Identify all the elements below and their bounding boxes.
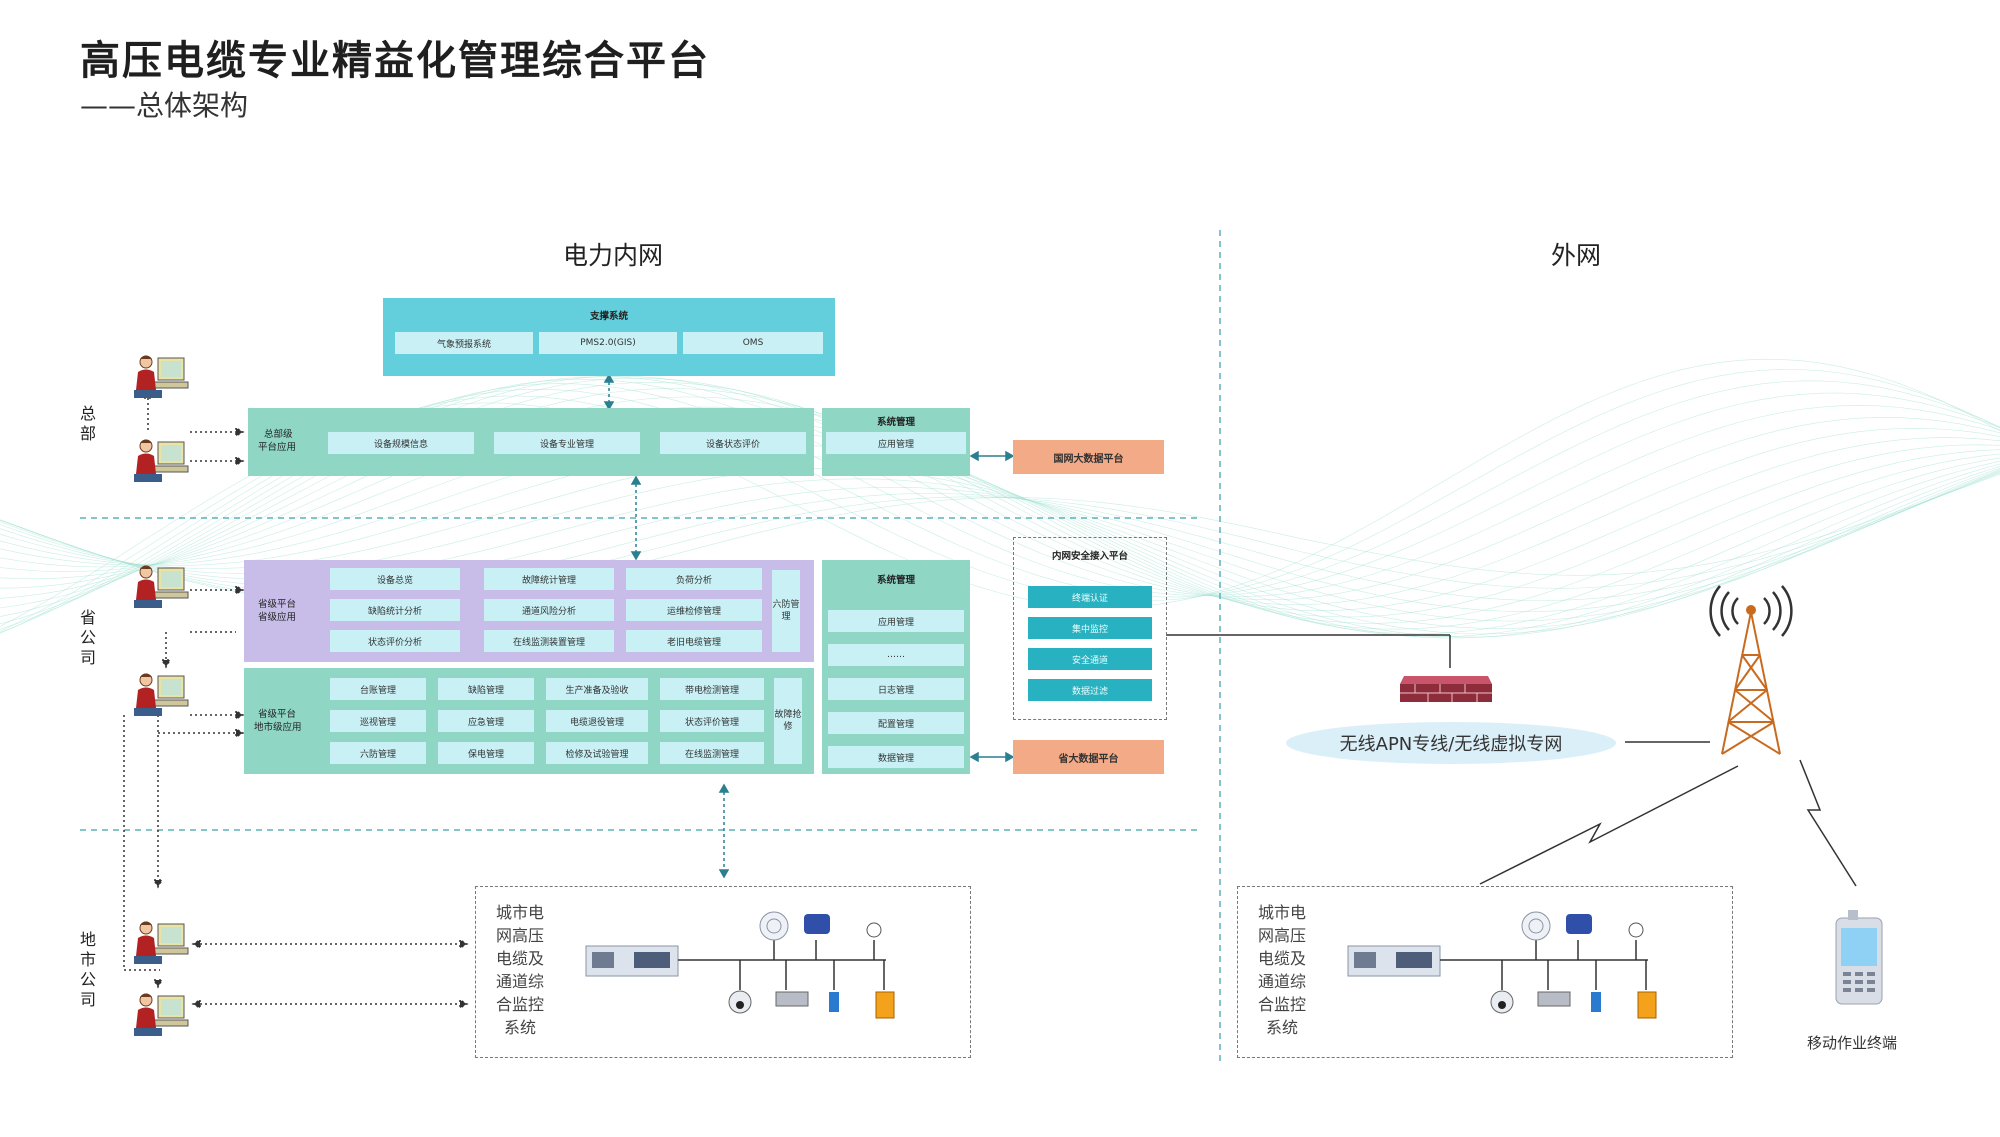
smoke-detector-icon: [1521, 911, 1551, 941]
support-item-oms: OMS: [683, 332, 823, 354]
city-item: 六防管理: [330, 742, 426, 764]
level-label-province: 省公司: [79, 608, 96, 667]
prov-sys-mgmt-item: 日志管理: [828, 678, 964, 700]
apn-private-network: 无线APN专线/无线虚拟专网: [1286, 722, 1616, 764]
prov-item: 运维检修管理: [626, 599, 762, 621]
device-box-icon: [775, 991, 809, 1007]
city-app-label-1: 省级平台: [258, 709, 297, 720]
city-item: 巡视管理: [330, 710, 426, 732]
city-item: 台账管理: [330, 678, 426, 700]
firewall-icon: [1400, 676, 1492, 702]
page-title: 高压电缆专业精益化管理综合平台: [80, 38, 710, 84]
gauge-icon: [1628, 922, 1644, 938]
city-item: 带电检测管理: [660, 678, 764, 700]
support-item-weather: 气象预报系统: [395, 332, 533, 354]
emergency-phone-icon: [1637, 991, 1657, 1019]
connector-arrows: [603, 373, 1015, 879]
city-item: 检修及试验管理: [546, 742, 648, 764]
city-item: 缺陷管理: [438, 678, 534, 700]
security-platform-title: 内网安全接入平台: [1051, 551, 1128, 562]
city-app-label-2: 地市级应用: [254, 722, 302, 733]
mobile-phone-icon: [1835, 910, 1883, 1005]
device-box-icon: [1537, 991, 1571, 1007]
smoke-detector-icon: [759, 911, 789, 941]
probe-icon: [829, 992, 839, 1012]
hq-sys-mgmt-title: 系统管理: [876, 417, 915, 428]
prov-sys-mgmt-item: 应用管理: [828, 610, 964, 632]
city-app-box: 省级平台 地市级应用 故障抢修 台账管理缺陷管理生产准备及验收带电检测管理巡视管…: [244, 668, 814, 774]
gauge-icon: [866, 922, 882, 938]
support-item-pms: PMS2.0(GIS): [539, 332, 677, 354]
prov-item: 负荷分析: [626, 568, 762, 590]
city-item: 保电管理: [438, 742, 534, 764]
mobile-terminal-label: 移动作业终端: [1807, 1034, 1898, 1052]
monitoring-topology-inner: [585, 911, 895, 1019]
city-item: 电缆退役管理: [546, 710, 648, 732]
monitor-system-outer-box: 城市电网高压电缆及通道综合监控系统: [1237, 886, 1733, 1058]
hq-app-label-1: 总部级: [264, 429, 293, 440]
city-item: 在线监测管理: [660, 742, 764, 764]
zone-title-inner: 电力内网: [563, 241, 664, 270]
hq-item-mgmt: 设备专业管理: [494, 432, 640, 454]
page-subtitle: ——总体架构: [80, 89, 249, 122]
monitor-system-outer-label: 城市电网高压电缆及通道综合监控系统: [1257, 903, 1306, 1037]
monitor-system-inner-label: 城市电网高压电缆及通道综合监控系统: [495, 903, 544, 1037]
national-big-data-platform: 国网大数据平台: [1013, 440, 1164, 474]
prov-item: 通道风险分析: [484, 599, 614, 621]
prov-app-label-1: 省级平台: [258, 599, 297, 610]
user-computer-icon: [134, 921, 189, 964]
prov-sys-mgmt-item: 数据管理: [828, 746, 964, 768]
prov-item: 故障统计管理: [484, 568, 614, 590]
probe-icon: [1591, 992, 1601, 1012]
monitor-system-inner-box: 城市电网高压电缆及通道综合监控系统: [475, 886, 971, 1058]
prov-app-label-2: 省级应用: [258, 612, 297, 623]
security-platform-box: 内网安全接入平台 终端认证集中监控安全通道数据过滤: [1013, 537, 1167, 720]
hq-item-scale: 设备规模信息: [328, 432, 474, 454]
monitoring-topology-outer: [1347, 911, 1657, 1019]
city-item: 应急管理: [438, 710, 534, 732]
radio-tower-icon: [1709, 585, 1793, 755]
city-side-fault-repair: 故障抢修: [774, 678, 802, 764]
prov-app-box: 省级平台 省级应用 六防管理 设备总览 故障统计管理负荷分析缺陷统计分析 通道风险分…: [244, 560, 814, 662]
pump-icon: [804, 914, 830, 934]
support-system-title: 支撑系统: [589, 311, 628, 322]
prov-sys-mgmt-item: ……: [828, 644, 964, 666]
user-connectors: [123, 389, 469, 1010]
level-label-city: 地市公司: [79, 930, 96, 1009]
security-item: 集中监控: [1028, 617, 1152, 639]
hq-app-label-2: 平台应用: [258, 442, 297, 453]
prov-item: 老旧电缆管理: [626, 630, 762, 652]
prov-item: 设备总览: [330, 568, 460, 590]
user-computer-icon: [134, 355, 189, 398]
city-item: 状态评价管理: [660, 710, 764, 732]
hq-app-box: 总部级 平台应用 设备规模信息 设备专业管理 设备状态评价: [248, 408, 814, 476]
prov-item: 状态评价分析: [330, 630, 460, 652]
hq-sys-mgmt-box: 系统管理 应用管理: [822, 408, 970, 476]
prov-sys-mgmt-item: 配置管理: [828, 712, 964, 734]
prov-item: 在线监测装置管理: [484, 630, 614, 652]
prov-item: 缺陷统计分析: [330, 599, 460, 621]
user-computer-icon: [134, 565, 189, 608]
hq-item-eval: 设备状态评价: [660, 432, 806, 454]
security-item: 终端认证: [1028, 586, 1152, 608]
prov-side-six-defense: 六防管理: [772, 570, 800, 652]
prov-big-data-platform: 省大数据平台: [1013, 740, 1164, 774]
hq-sys-mgmt-app: 应用管理: [826, 432, 966, 454]
security-item: 数据过滤: [1028, 679, 1152, 701]
prov-sys-mgmt-box: 系统管理 应用管理 …… 日志管理配置管理数据管理: [822, 560, 970, 774]
emergency-phone-icon: [875, 991, 895, 1019]
zone-title-outer: 外网: [1551, 241, 1602, 270]
level-label-hq: 总部: [79, 404, 96, 443]
city-item: 生产准备及验收: [546, 678, 648, 700]
support-system-box: 支撑系统 气象预报系统 PMS2.0(GIS) OMS: [383, 298, 835, 376]
security-item: 安全通道: [1028, 648, 1152, 670]
user-computer-icon: [134, 993, 189, 1036]
network-links: [1166, 634, 1857, 887]
prov-sys-mgmt-title: 系统管理: [876, 575, 915, 586]
user-computer-icon: [134, 673, 189, 716]
user-computer-icon: [134, 439, 189, 482]
pump-icon: [1566, 914, 1592, 934]
